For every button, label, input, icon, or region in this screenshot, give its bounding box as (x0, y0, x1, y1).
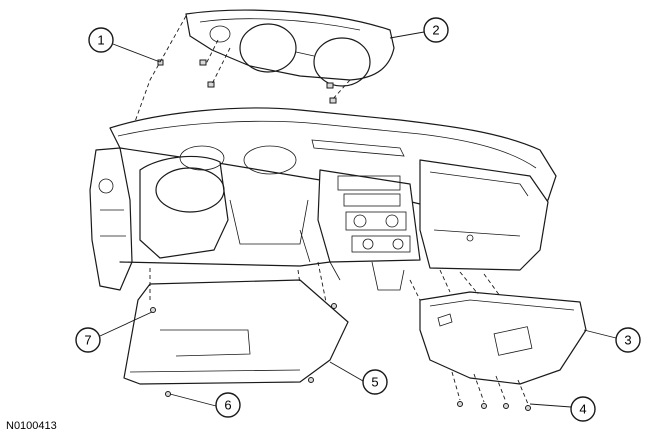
knee-panel-screws (150, 303, 337, 397)
callout-2: 2 (389, 17, 449, 43)
svg-text:7: 7 (84, 333, 91, 348)
instrument-panel (89, 107, 557, 291)
callout-5: 5 (329, 361, 388, 395)
glove-box-alignment-lines (409, 269, 501, 301)
callout-7: 7 (75, 311, 153, 353)
svg-text:3: 3 (624, 333, 631, 348)
knee-panel-alignment-lines (149, 261, 327, 303)
svg-text:6: 6 (224, 398, 231, 413)
glove-box-door (419, 291, 587, 385)
figure-id: N0100413 (6, 420, 57, 432)
callout-1: 1 (88, 27, 161, 63)
lower-instrument-panel-cover (123, 279, 349, 385)
bezel-alignment-lines (131, 15, 351, 131)
bezel-clips (157, 59, 337, 104)
instrument-cluster-bezel (185, 9, 395, 87)
callout-6: 6 (169, 392, 241, 418)
glove-box-screws (451, 371, 531, 411)
svg-text:2: 2 (432, 23, 439, 38)
callout-4: 4 (529, 396, 596, 422)
svg-text:4: 4 (579, 402, 586, 417)
callout-3: 3 (583, 327, 641, 353)
svg-text:1: 1 (97, 33, 104, 48)
svg-text:5: 5 (371, 375, 378, 390)
